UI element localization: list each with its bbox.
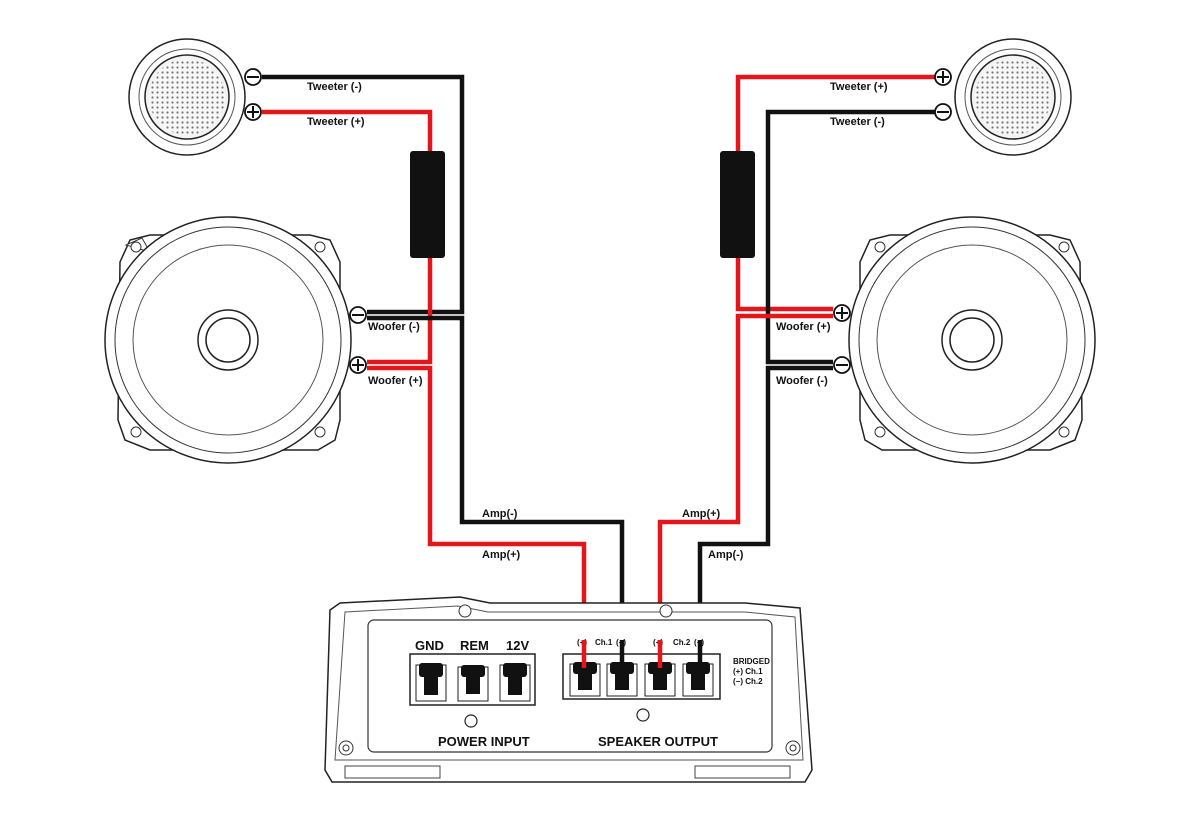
bridged-pos-label: (+) Ch.1 xyxy=(733,667,763,676)
right-woofer xyxy=(848,216,1096,464)
12v-label: 12V xyxy=(506,638,529,653)
power-input-label: POWER INPUT xyxy=(438,734,530,749)
speaker-terminal-block xyxy=(562,653,721,700)
label-right-woofer-pos: Woofer (+) xyxy=(776,321,831,333)
right-tweeter-neg-wire xyxy=(765,109,940,365)
speaker-led-icon xyxy=(636,708,650,722)
left-woofer-plus-icon xyxy=(349,356,367,374)
left-tweeter-neg-wire xyxy=(262,74,465,315)
bridged-neg-label: (−) Ch.2 xyxy=(733,677,763,686)
rem-label: REM xyxy=(460,638,489,653)
gnd-terminal-icon xyxy=(415,663,447,702)
left-tweeter-minus-icon xyxy=(244,68,262,86)
amplifier: GND REM 12V POWER INPUT xyxy=(324,596,813,783)
right-amp-pos-wire xyxy=(657,313,833,665)
power-terminal-block xyxy=(409,653,536,706)
right-tweeter-minus-icon xyxy=(934,103,952,121)
label-right-tweeter-pos: Tweeter (+) xyxy=(830,81,888,93)
right-woofer-plus-icon xyxy=(833,304,851,322)
12v-terminal-icon xyxy=(499,663,531,702)
label-left-woofer-neg: Woofer (-) xyxy=(368,321,420,333)
wire-ends xyxy=(581,640,703,668)
label-left-amp-pos: Amp(+) xyxy=(482,549,521,561)
power-led-icon xyxy=(464,714,478,728)
left-amp-neg-wire xyxy=(367,315,625,665)
label-right-woofer-neg: Woofer (-) xyxy=(776,375,828,387)
label-right-amp-pos: Amp(+) xyxy=(682,508,721,520)
ch1-label: Ch.1 xyxy=(595,638,613,647)
ch1-neg-terminal-icon xyxy=(606,662,638,697)
right-woofer-minus-icon xyxy=(833,356,851,374)
left-tweeter-plus-icon xyxy=(244,103,262,121)
right-crossover xyxy=(720,151,755,258)
label-left-tweeter-neg: Tweeter (-) xyxy=(307,81,362,93)
left-crossover xyxy=(410,151,445,258)
left-woofer xyxy=(104,216,352,464)
right-tweeter xyxy=(954,38,1072,156)
terminal-symbols xyxy=(244,68,952,374)
label-left-amp-neg: Amp(-) xyxy=(482,508,518,520)
rem-terminal-icon xyxy=(457,665,489,702)
left-amp-pos-wire xyxy=(367,365,587,665)
right-tweeter-plus-icon xyxy=(934,68,952,86)
ch1-pos-terminal-icon xyxy=(569,662,601,697)
label-left-woofer-pos: Woofer (+) xyxy=(368,375,423,387)
ch2-label: Ch.2 xyxy=(673,638,691,647)
right-amp-neg-wire xyxy=(697,365,833,665)
label-left-tweeter-pos: Tweeter (+) xyxy=(307,116,365,128)
speaker-output-label: SPEAKER OUTPUT xyxy=(598,734,718,749)
gnd-label: GND xyxy=(415,638,444,653)
ch2-pos-terminal-icon xyxy=(644,662,676,697)
bridged-label: BRIDGED xyxy=(733,657,770,666)
left-woofer-minus-icon xyxy=(349,306,367,324)
label-right-tweeter-neg: Tweeter (-) xyxy=(830,116,885,128)
left-tweeter xyxy=(128,38,246,156)
label-right-amp-neg: Amp(-) xyxy=(708,549,744,561)
